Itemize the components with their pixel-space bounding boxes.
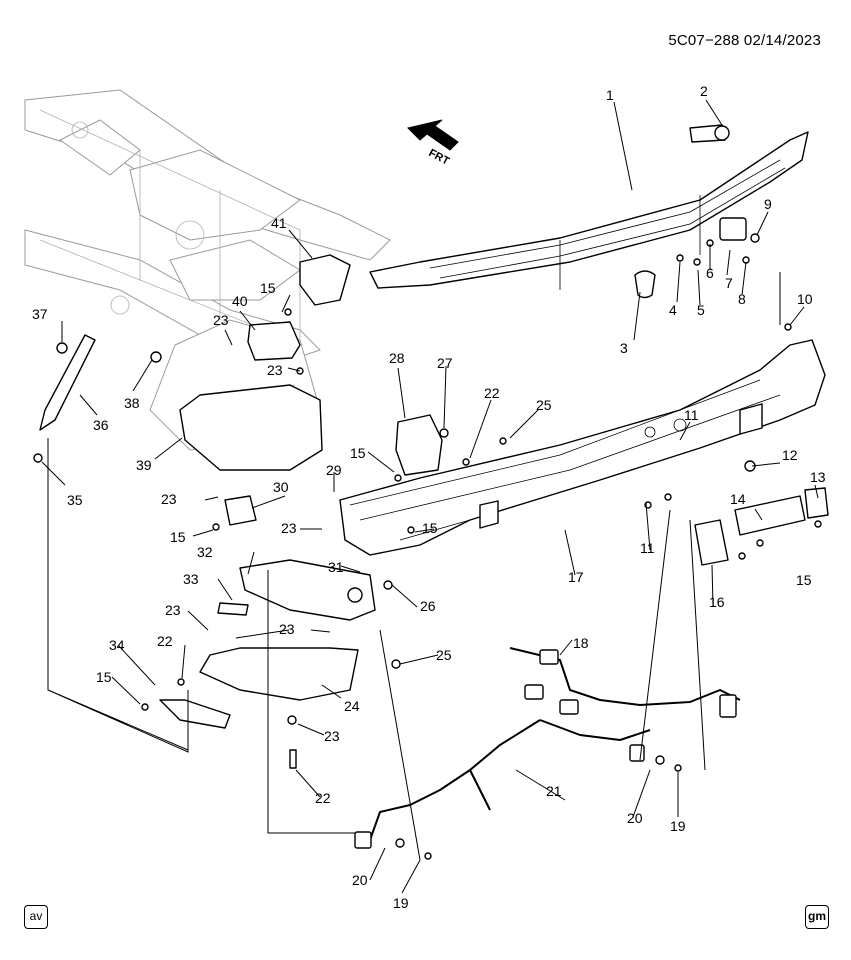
callout-27: 27 [437,355,453,371]
rear-bumper-bar [339,339,826,556]
callout-17: 17 [568,569,584,585]
callout-20-right: 20 [627,810,643,826]
callout-40: 40 [232,293,248,309]
callout-23-a: 23 [213,312,229,328]
callout-19-right: 19 [670,818,686,834]
callout-22-top: 22 [484,385,500,401]
callout-10: 10 [797,291,813,307]
vehicle-frame [24,89,391,451]
callout-15-d: 15 [422,520,438,536]
callout-2: 2 [700,83,708,99]
callout-15-b: 15 [350,445,366,461]
callout-22-bottom: 22 [315,790,331,806]
callout-25-bottom: 25 [436,647,452,663]
callout-37: 37 [32,306,48,322]
callout-28: 28 [389,350,405,366]
callout-21: 21 [546,783,562,799]
callout-23-e: 23 [165,602,181,618]
callout-22-mid: 22 [157,633,173,649]
callout-23-c: 23 [161,491,177,507]
leader-lines [41,99,819,894]
callout-3: 3 [620,340,628,356]
callout-26: 26 [420,598,436,614]
callout-9: 9 [764,196,772,212]
callout-15-c: 15 [170,529,186,545]
callout-4: 4 [669,302,677,318]
callout-7: 7 [725,275,733,291]
callout-15-a: 15 [260,280,276,296]
callout-14: 14 [730,491,746,507]
callout-29: 29 [326,462,342,478]
bumper-step-pad [369,124,809,299]
gm-logo-badge: gm [805,905,829,929]
callout-1: 1 [606,87,614,103]
callout-23-g: 23 [324,728,340,744]
callout-23-f: 23 [279,621,295,637]
callout-33: 33 [183,571,199,587]
callout-labels: 1 2 3 4 5 6 7 8 9 10 11 11 12 13 14 15 1… [32,83,826,911]
callout-41: 41 [271,215,287,231]
callout-15-f: 15 [96,669,112,685]
bumper-left-end [159,384,376,729]
callout-8: 8 [738,291,746,307]
callout-32: 32 [197,544,213,560]
callout-19-bottom: 19 [393,895,409,911]
av-badge: av [24,905,48,929]
brackets-and-modules [39,254,829,566]
callout-36: 36 [93,417,109,433]
callout-16: 16 [709,594,725,610]
callout-12: 12 [782,447,798,463]
callout-38: 38 [124,395,140,411]
wiring-harness [354,647,741,849]
callout-5: 5 [697,302,705,318]
callout-23-d: 23 [281,520,297,536]
callout-24: 24 [344,698,360,714]
callout-20-bottom: 20 [352,872,368,888]
callout-34: 34 [109,637,125,653]
callout-30: 30 [273,479,289,495]
callout-18: 18 [573,635,589,651]
fasteners [33,233,822,860]
callout-6: 6 [706,265,714,281]
callout-13: 13 [810,469,826,485]
callout-23-b: 23 [267,362,283,378]
frt-label: FRT [427,147,452,168]
callout-31: 31 [328,559,344,575]
callout-25-top: 25 [536,397,552,413]
callout-39: 39 [136,457,152,473]
front-direction-arrow: FRT [407,119,459,168]
callout-11-lower: 11 [640,540,655,556]
callout-35: 35 [67,492,83,508]
callout-15-e: 15 [796,572,812,588]
callout-11-upper: 11 [684,407,699,423]
diagram-code: 5C07−288 02/14/2023 [668,32,821,49]
